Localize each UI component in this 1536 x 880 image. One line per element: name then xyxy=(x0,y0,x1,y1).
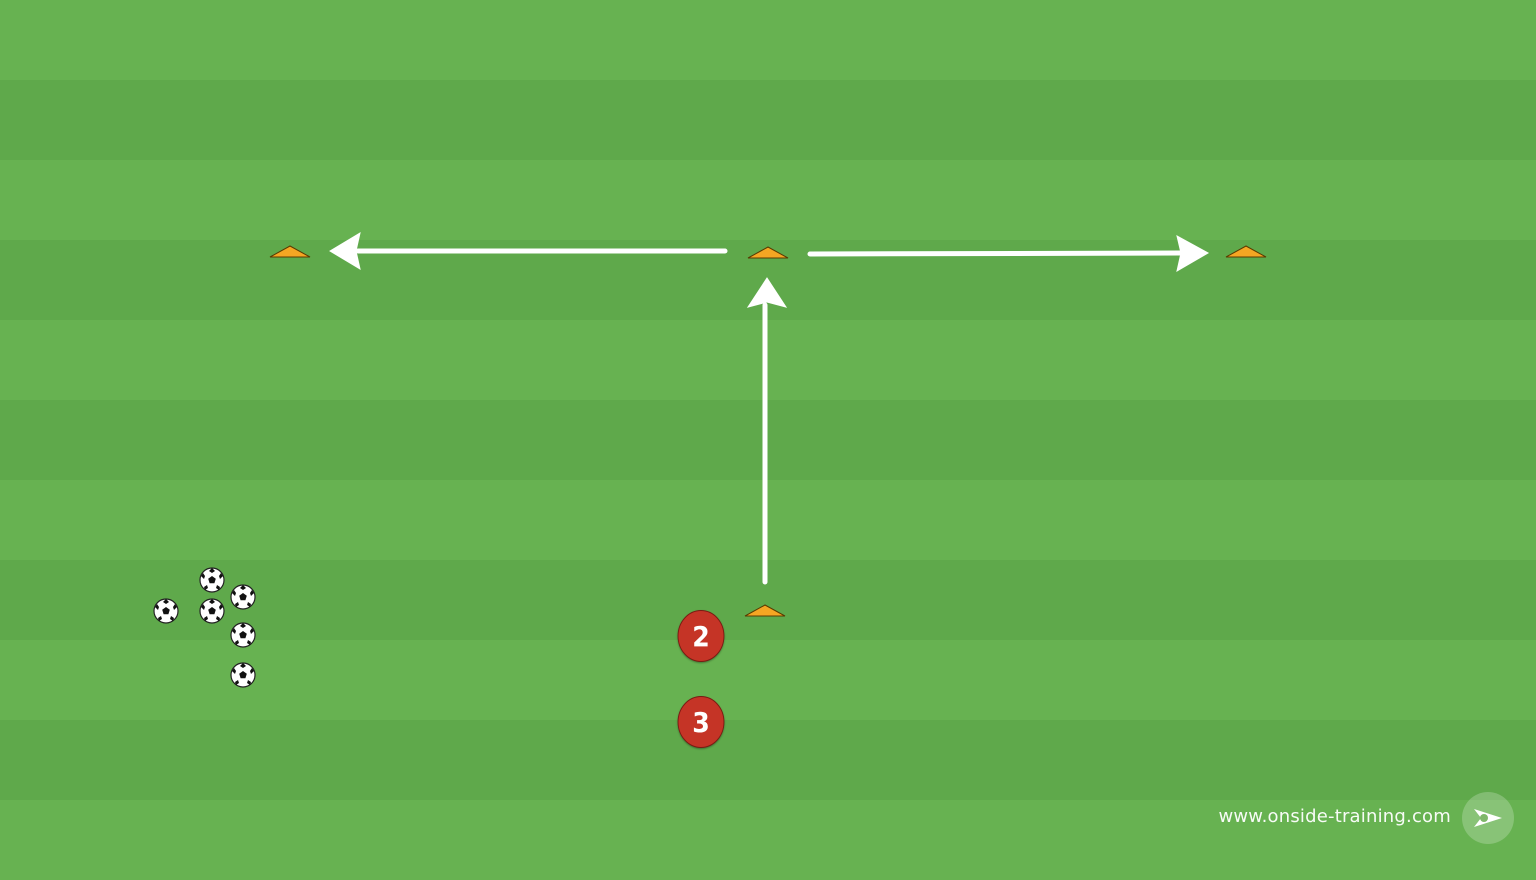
cone-start xyxy=(744,604,786,617)
chalk-arrow-left xyxy=(329,231,728,271)
onside-training-logo-icon xyxy=(1462,792,1514,844)
chalk-arrow-right xyxy=(807,235,1210,273)
ball-icon xyxy=(199,567,225,593)
player-2: 2 xyxy=(677,610,725,662)
logo-mark-icon xyxy=(1474,809,1502,827)
ball-icon xyxy=(230,622,256,648)
player-3-number: 3 xyxy=(692,705,710,739)
cone-right xyxy=(1225,245,1267,258)
player-2-number: 2 xyxy=(692,619,710,653)
ball-icon xyxy=(199,598,225,624)
player-3: 3 xyxy=(677,696,725,748)
ball-icon xyxy=(153,598,179,624)
website-watermark: www.onside-training.com xyxy=(1218,806,1451,827)
cone-center xyxy=(747,246,789,259)
ball-icon xyxy=(230,584,256,610)
cone-left xyxy=(269,245,311,258)
ball-icon xyxy=(230,662,256,688)
chalk-arrow-up xyxy=(746,277,788,585)
